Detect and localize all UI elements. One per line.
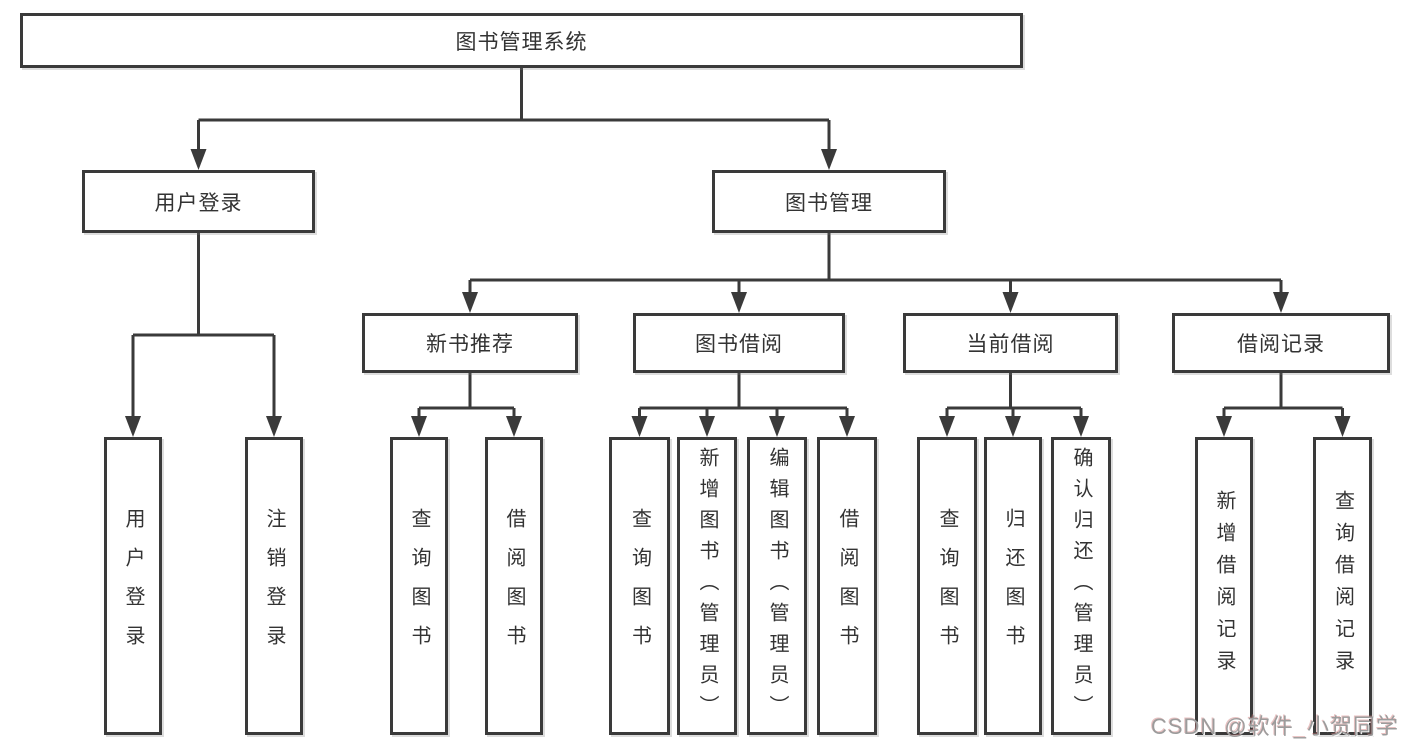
watermark-text: CSDN @软件_小贺同学 xyxy=(1150,714,1399,739)
node-new-book-recommend: 新书推荐 xyxy=(362,313,578,373)
arrowhead xyxy=(731,292,747,313)
node-label: 图书管理 xyxy=(785,191,873,215)
node-label: 新增借阅记录 xyxy=(1213,490,1235,682)
arrowhead xyxy=(506,416,522,437)
arrowhead xyxy=(266,416,282,437)
node-leaf-query-book-recommend: 查询图书 xyxy=(390,437,448,735)
node-leaf-edit-book-admin: 编辑图书（管理员） xyxy=(747,437,807,735)
arrowhead xyxy=(631,416,648,437)
arrowhead xyxy=(1216,416,1232,437)
node-leaf-query-book-borrow: 查询图书 xyxy=(609,437,670,735)
node-leaf-logout: 注销登录 xyxy=(245,437,303,735)
node-label: 借阅图书 xyxy=(836,508,858,664)
node-label: 查询图书 xyxy=(936,508,958,664)
node-label: 编辑图书（管理员） xyxy=(766,446,788,726)
node-leaf-confirm-return-admin: 确认归还（管理员） xyxy=(1051,437,1111,735)
arrowhead xyxy=(821,149,837,170)
node-leaf-borrow-book-recommend: 借阅图书 xyxy=(485,437,543,735)
arrowhead xyxy=(939,416,955,437)
node-book-borrow: 图书借阅 xyxy=(633,313,845,373)
node-label: 查询图书 xyxy=(408,508,430,664)
node-label: 新书推荐 xyxy=(426,333,514,356)
node-leaf-add-borrow-record: 新增借阅记录 xyxy=(1195,437,1253,735)
node-label: 用户登录 xyxy=(154,191,243,215)
node-user-login: 用户登录 xyxy=(82,170,315,233)
arrowhead xyxy=(1073,416,1089,437)
node-label: 归还图书 xyxy=(1002,508,1024,664)
arrowhead xyxy=(1334,416,1351,437)
arrowhead xyxy=(411,416,427,437)
node-leaf-add-book-admin: 新增图书（管理员） xyxy=(677,437,737,735)
connector-path xyxy=(131,68,1344,427)
node-system-root: 图书管理系统 xyxy=(20,13,1023,68)
node-label: 注销登录 xyxy=(263,508,285,664)
node-label: 图书借阅 xyxy=(695,333,783,356)
node-leaf-borrow-book: 借阅图书 xyxy=(817,437,877,735)
node-label: 当前借阅 xyxy=(966,333,1055,356)
node-book-management: 图书管理 xyxy=(712,170,946,233)
node-leaf-user-login: 用户登录 xyxy=(104,437,162,735)
arrowhead xyxy=(769,416,785,437)
arrowhead xyxy=(1273,292,1289,313)
node-label: 确认归还（管理员） xyxy=(1070,446,1092,726)
arrowhead xyxy=(1005,416,1021,437)
node-label: 查询借阅记录 xyxy=(1331,490,1354,682)
node-leaf-return-book: 归还图书 xyxy=(984,437,1042,735)
arrowhead xyxy=(699,416,715,437)
arrowhead xyxy=(190,149,207,170)
node-label: 借阅图书 xyxy=(503,508,525,664)
node-label: 新增图书（管理员） xyxy=(696,446,718,726)
node-leaf-query-book-current: 查询图书 xyxy=(917,437,977,735)
node-label: 图书管理系统 xyxy=(455,30,588,54)
arrowhead xyxy=(125,416,141,437)
node-borrow-records: 借阅记录 xyxy=(1172,313,1390,373)
node-current-borrow: 当前借阅 xyxy=(903,313,1118,373)
arrowhead xyxy=(462,292,478,313)
node-label: 查询图书 xyxy=(628,508,651,664)
arrowhead xyxy=(1002,292,1019,313)
node-label: 借阅记录 xyxy=(1237,333,1325,356)
node-label: 用户登录 xyxy=(122,508,144,664)
node-leaf-query-borrow-record: 查询借阅记录 xyxy=(1313,437,1372,735)
arrowhead xyxy=(839,416,855,437)
